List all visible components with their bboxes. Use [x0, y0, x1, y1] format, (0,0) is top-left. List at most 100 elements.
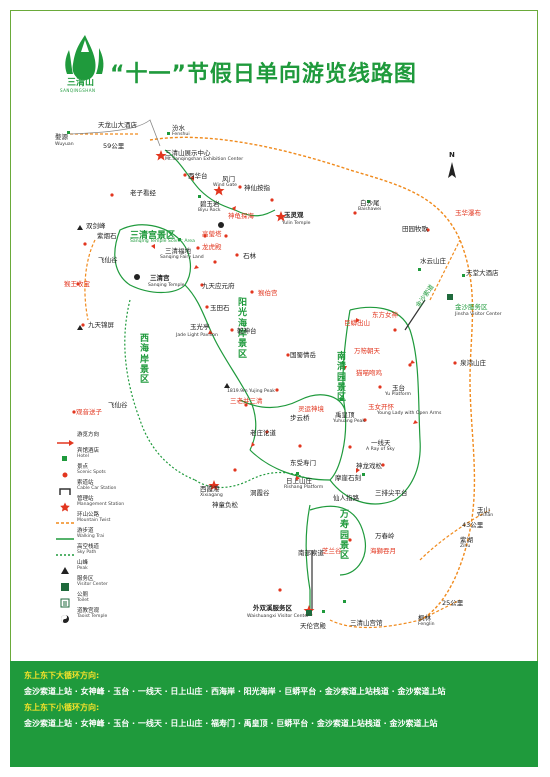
compass-label: N [449, 151, 455, 159]
hotel-markers [67, 131, 465, 613]
place-yuling-en: Yulin Temple [282, 221, 311, 226]
place-dongshou: 东受寿门 [290, 459, 316, 467]
place-shenjuan: 神童负松 [212, 501, 238, 509]
place-jinsha-center-en: Jinsha Visitor Center [455, 312, 502, 317]
trail-loop-east [329, 306, 421, 505]
place-yujing: 1819.9m Yujing Peak [227, 389, 275, 394]
place-xilang-en: Xixiagang [200, 493, 223, 498]
zone-sanqing-en: Sanqing Temple Scenic Area [130, 239, 195, 244]
place-yutai-en: Yu Platform [385, 392, 412, 397]
place-feixianpu: 飞仙谷 [108, 401, 128, 409]
zone-xihai: 西海岸景区 [140, 334, 150, 386]
place-sqpalace: 三清山宫馆 [350, 619, 383, 627]
road-jinsha [429, 239, 461, 301]
place-zihu: 紫湖 [460, 536, 473, 544]
place-nanbu: 南部索道 [298, 549, 324, 557]
trail-xihai [194, 471, 311, 489]
place-mengyi: 猴王收宝 [64, 280, 90, 288]
place-yuanbao: 玉女开怀 [368, 403, 394, 411]
taoist-temple-icon [61, 615, 69, 623]
place-shenlong: 神龙戏松 [356, 462, 382, 470]
place-fengmen: 风门 [222, 175, 235, 183]
visitor-center-icon [61, 583, 69, 591]
place-fuxiantai: 三清福地 [165, 247, 191, 255]
place-houwang: 猴伯宫 [258, 289, 278, 297]
zone-yangguang: 阳光海岸景区 [238, 298, 248, 360]
place-tiantian: 田园牧歌 [402, 225, 428, 233]
place-fenglin: 枫林 [418, 614, 431, 622]
jinsha-cable-line [404, 299, 426, 331]
place-wuyuan: 婺源 [55, 133, 68, 141]
trail-west [124, 299, 196, 481]
place-shuiyun: 水云山庄 [420, 257, 446, 265]
place-tiantang: 天堂大酒店 [466, 269, 499, 277]
place-gaoying: 高瑩塔 [202, 230, 222, 238]
place-rishang-en: Rishang Platform [284, 485, 324, 490]
place-shengui: 神龟探海 [228, 212, 254, 220]
trail-central [184, 284, 257, 451]
peak-icon [61, 567, 69, 574]
place-jade: Jade Light Pavilion [176, 333, 218, 338]
place-fuxiantai-en: Sanqing Fairy Land [160, 255, 204, 260]
scenic-dots [72, 173, 457, 592]
place-lingyun: 灵运神境 [298, 405, 324, 413]
place-xilang: 西霞港 [200, 485, 220, 493]
place-qiaotou: 猫喵吻鸡 [356, 369, 382, 377]
place-sanqinggong-en: Sanqing Temple [148, 283, 185, 288]
place-waishuang: 外双溪服务区 [253, 604, 292, 612]
temple-markers [134, 222, 224, 280]
walking-trail-icon [56, 538, 74, 540]
place-zihu-en: Zihu [460, 544, 471, 549]
place-xianren: 仙人指路 [333, 494, 359, 502]
place-waishuang-en: Waishuangxi Visitor Center [247, 614, 310, 619]
scenic-spot-icon [62, 472, 68, 478]
trail-loop-south [249, 449, 331, 481]
place-moshi: 摩崖石刻 [335, 474, 361, 482]
place-yuling: 玉灵观 [284, 211, 304, 219]
place-yuhuang-en: Yuhuang Peak [333, 419, 366, 424]
place-laozi: 老子看经 [130, 189, 156, 197]
trail-wanshou [309, 505, 367, 576]
place-haidong: 海獅吞月 [370, 547, 396, 555]
hotel-icon [62, 456, 67, 461]
place-huxiao: 芝兰谷 [322, 547, 342, 555]
place-xihua: 西华台 [188, 172, 208, 180]
logo-sub: SANQINGSHAN [60, 88, 96, 93]
compass-icon [448, 162, 456, 178]
place-fenglin-en: Fenglin [418, 622, 435, 627]
place-yixiantian: 一线天 [371, 439, 391, 447]
route-panel [10, 661, 538, 767]
place-dongqiu: 洞霞谷 [250, 489, 270, 497]
place-jiutianyn: 九天应元府 [202, 282, 235, 290]
service-markers [306, 294, 453, 616]
place-sanbao: 三排尖平台 [375, 489, 408, 497]
place-baishawei-en: Baishawei [358, 207, 382, 212]
place-yuhua: 玉华瀑布 [455, 209, 481, 217]
route-2-line: 金沙索道上站 · 女神峰 · 玉台 · 一线天 · 日上山庄 · 福寿门 · 禹… [24, 719, 438, 728]
place-yuhuang: 禹皇顶 [335, 411, 355, 419]
place-longhu: 龙虎殿 [202, 243, 222, 251]
place-nvshen: 东方女神 [372, 311, 398, 319]
road-wuyuan [69, 119, 161, 147]
place-fengmen-en: Wind Gate [213, 183, 238, 188]
place-yuanbao-en: Young Lady with Open Arms [377, 411, 442, 416]
zone-wanshou: 万寿园景区 [340, 510, 350, 562]
place-biyu-en: Biyu Rock [198, 208, 221, 213]
place-yixiantian-en: A Ray of Sky [366, 447, 395, 452]
place-wanchun: 万春岭 [375, 532, 395, 540]
mountain-road-loop [149, 136, 476, 621]
place-sanlao: 三老并三清 [230, 397, 263, 405]
place-yushan: 玉山 [477, 506, 490, 514]
place-wuyuan-en: Wuyuan [55, 142, 74, 147]
place-wanshou-peak: 万笏朝天 [354, 347, 380, 355]
place-shilin: 石林 [243, 252, 256, 260]
